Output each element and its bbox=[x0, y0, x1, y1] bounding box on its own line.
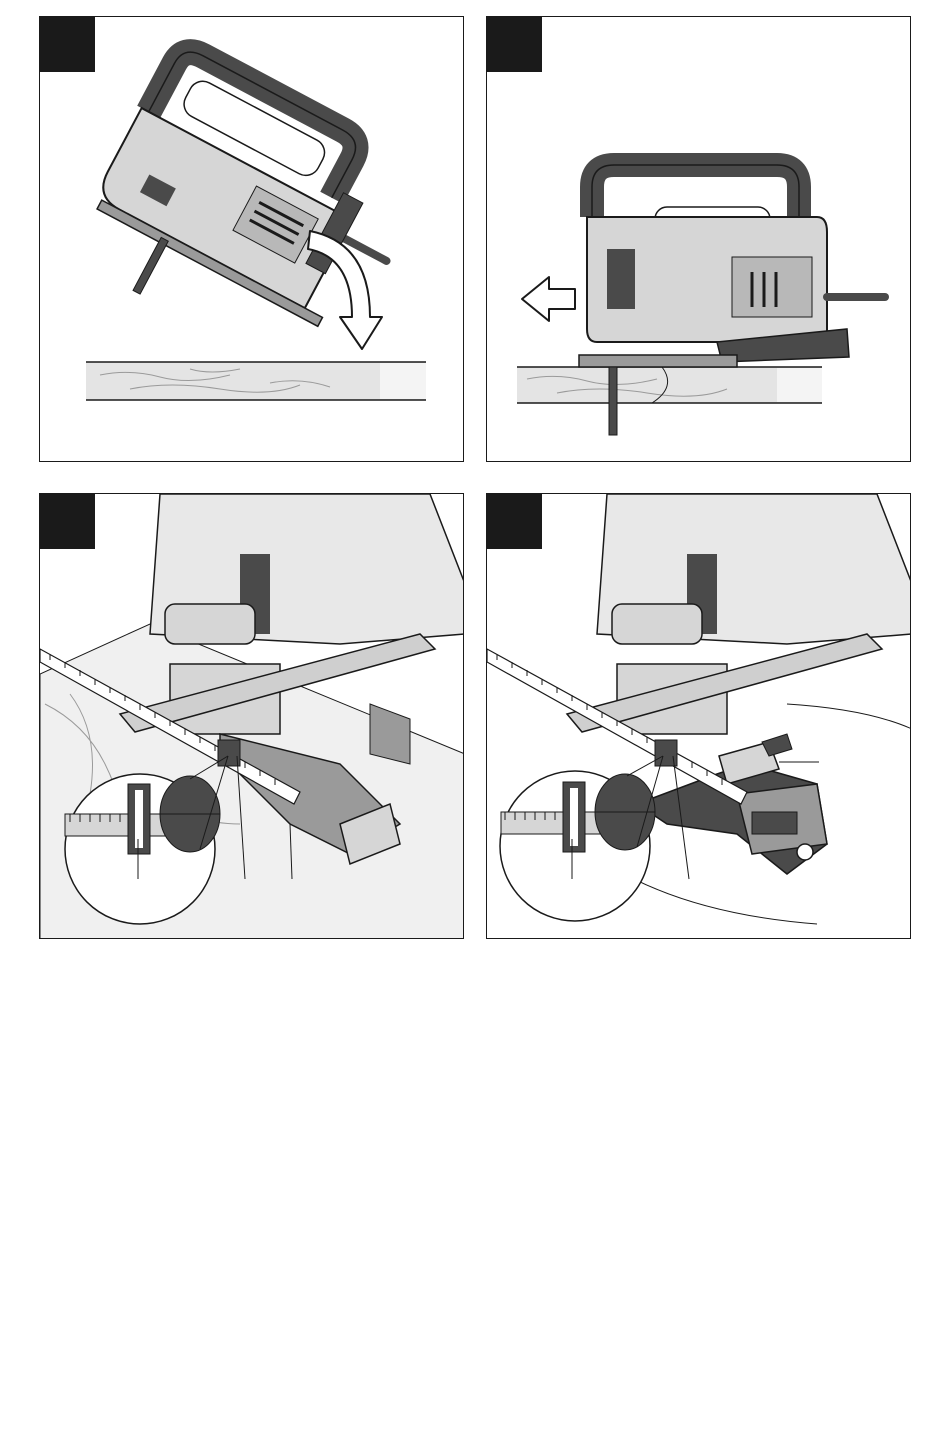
wood-board-icon bbox=[517, 367, 822, 403]
figure-1-panel bbox=[39, 16, 464, 462]
figure-3-panel bbox=[39, 493, 464, 939]
magnifier-detail-icon bbox=[500, 756, 663, 921]
wood-board-icon bbox=[86, 362, 426, 400]
figure-2-panel bbox=[486, 16, 911, 462]
jigsaw-icon bbox=[40, 494, 464, 939]
left-arrow-icon bbox=[522, 277, 575, 321]
jigsaw-icon bbox=[487, 494, 911, 939]
jigsaw-icon bbox=[40, 17, 464, 462]
figure-4-panel bbox=[486, 493, 911, 939]
jigsaw-icon bbox=[487, 17, 911, 462]
